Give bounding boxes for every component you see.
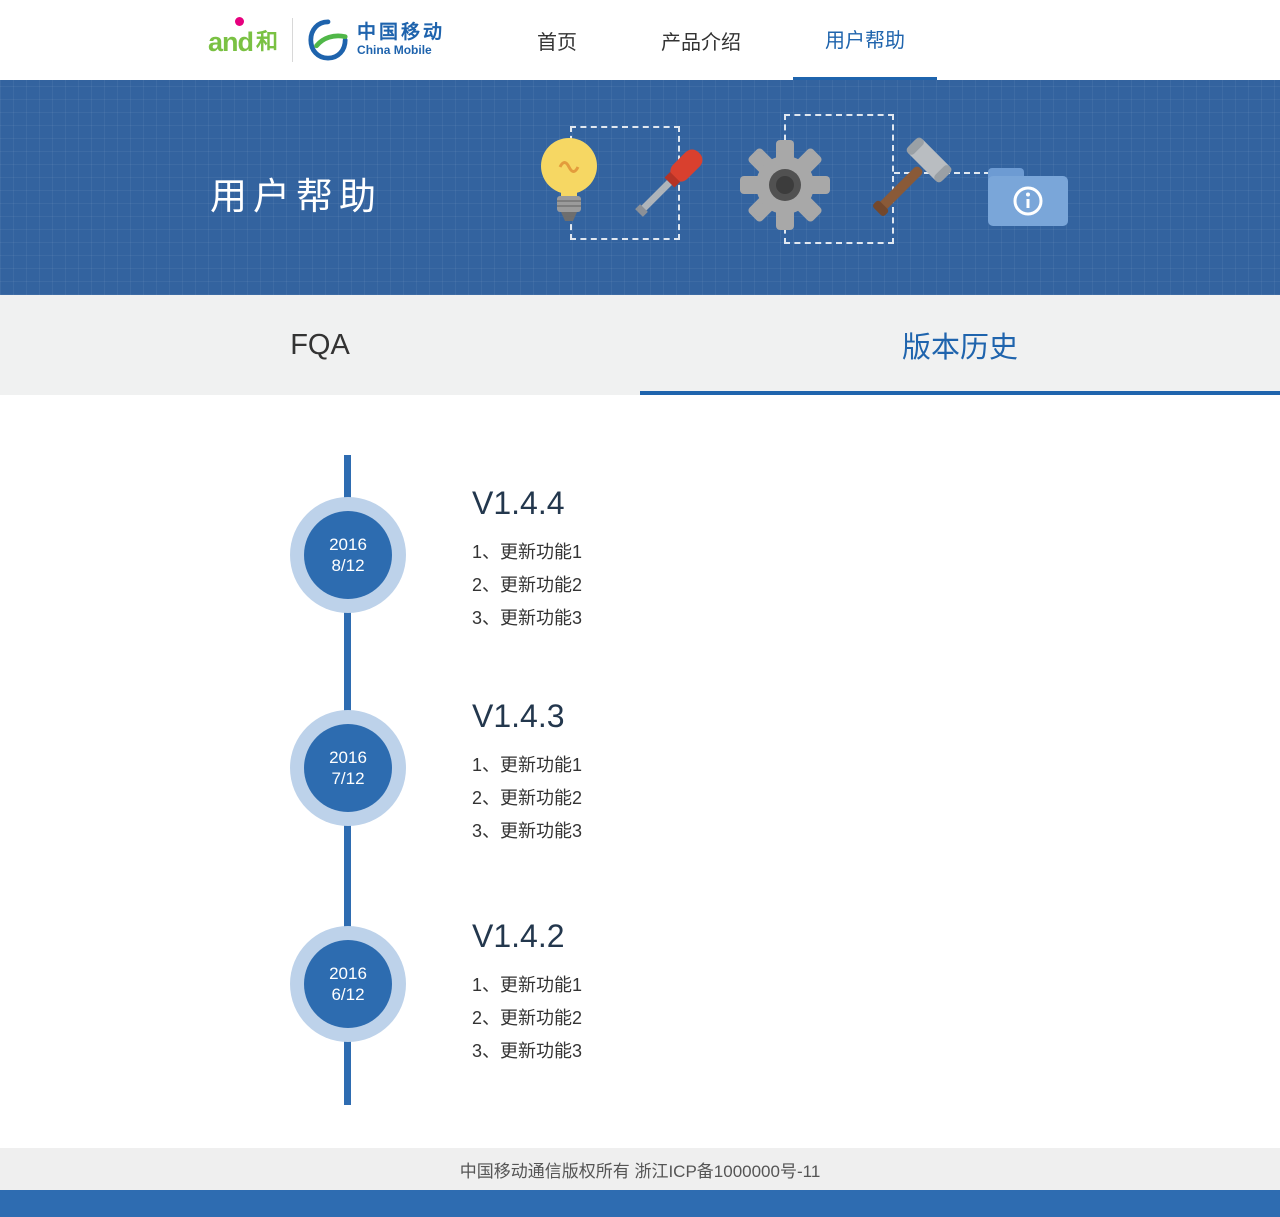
timeline-date-year: 2016 (329, 748, 367, 767)
timeline-date-year: 2016 (329, 535, 367, 554)
version-note: 1、更新功能1 (472, 542, 583, 562)
timeline-date-year: 2016 (329, 964, 367, 983)
version-title: V1.4.4 (472, 485, 565, 521)
version-note: 2、更新功能2 (472, 788, 583, 808)
hero-banner: 用户帮助 (0, 80, 1280, 295)
main-nav: 首页 产品介绍 用户帮助 (495, 0, 947, 80)
timeline-date-md: 8/12 (331, 556, 365, 575)
tab-version-history-label: 版本历史 (901, 332, 1018, 364)
tab-bar: FQA 版本历史 (0, 295, 1280, 395)
timeline-node: 2016 6/12 (290, 926, 406, 1042)
nav-item-products-label: 产品介绍 (661, 31, 741, 54)
tab-version-history[interactable]: 版本历史 (640, 295, 1280, 395)
and-brand-logo[interactable]: and 和 (208, 17, 279, 57)
tab-fqa[interactable]: FQA (0, 295, 640, 395)
version-note: 1、更新功能1 (472, 975, 583, 995)
footer-bottom-bar (0, 1190, 1280, 1217)
china-mobile-logo[interactable]: 中国移动 China Mobile (307, 19, 445, 61)
version-note: 2、更新功能2 (472, 1008, 583, 1028)
screwdriver-icon (635, 149, 703, 217)
nav-item-home[interactable]: 首页 (505, 0, 609, 80)
version-note: 3、更新功能3 (472, 1041, 583, 1061)
logo-group: and 和 中国移动 China Mobile (208, 17, 445, 62)
footer: 中国移动通信版权所有 浙江ICP备1000000号-11 (0, 1148, 1280, 1190)
active-tab-underline (640, 391, 1280, 395)
version-title: V1.4.2 (472, 918, 565, 954)
china-mobile-texts: 中国移动 China Mobile (357, 22, 445, 58)
he-logo-text: 和 (256, 29, 279, 54)
version-note: 3、更新功能3 (472, 608, 583, 628)
timeline-node-date: 2016 7/12 (304, 724, 392, 812)
version-note: 1、更新功能1 (472, 755, 583, 775)
gear-icon (740, 140, 830, 230)
hero-title: 用户帮助 (210, 176, 382, 217)
version-note: 2、更新功能2 (472, 575, 583, 595)
version-note: 3、更新功能3 (472, 821, 583, 841)
nav-item-products[interactable]: 产品介绍 (629, 0, 773, 80)
timeline-node: 2016 8/12 (290, 497, 406, 613)
timeline-node: 2016 7/12 (290, 710, 406, 826)
china-mobile-cn-label: 中国移动 (357, 22, 446, 44)
timeline-date-md: 7/12 (331, 769, 365, 788)
version-entry: V1.4.2 1、更新功能1 2、更新功能2 3、更新功能3 (472, 918, 582, 1068)
nav-item-user-help-label: 用户帮助 (825, 30, 905, 52)
timeline-date-md: 6/12 (331, 985, 365, 1004)
info-folder-icon (988, 168, 1068, 226)
logo-divider (292, 18, 294, 62)
tab-fqa-label: FQA (290, 328, 350, 361)
nav-item-user-help[interactable]: 用户帮助 (793, 0, 937, 80)
china-mobile-en-label: China Mobile (357, 43, 432, 58)
timeline-node-date: 2016 6/12 (304, 940, 392, 1028)
timeline-node-date: 2016 8/12 (304, 511, 392, 599)
version-history-panel: 2016 8/12 V1.4.4 1、更新功能1 2、更新功能2 3、更新功能3… (0, 395, 1280, 1148)
and-logo-dot (235, 17, 244, 26)
version-entry: V1.4.3 1、更新功能1 2、更新功能2 3、更新功能3 (472, 698, 582, 848)
gavel-icon (873, 137, 952, 216)
top-header: and 和 中国移动 China Mobile 首页 产品介绍 用户帮助 (0, 0, 1280, 80)
lightbulb-icon (541, 138, 597, 221)
china-mobile-globe-icon (308, 19, 348, 61)
and-logo-text: and (208, 27, 254, 57)
version-entry: V1.4.4 1、更新功能1 2、更新功能2 3、更新功能3 (472, 485, 582, 635)
copyright-text: 中国移动通信版权所有 浙江ICP备1000000号-11 (459, 1161, 821, 1181)
version-title: V1.4.3 (472, 698, 565, 734)
nav-item-home-label: 首页 (537, 31, 577, 54)
